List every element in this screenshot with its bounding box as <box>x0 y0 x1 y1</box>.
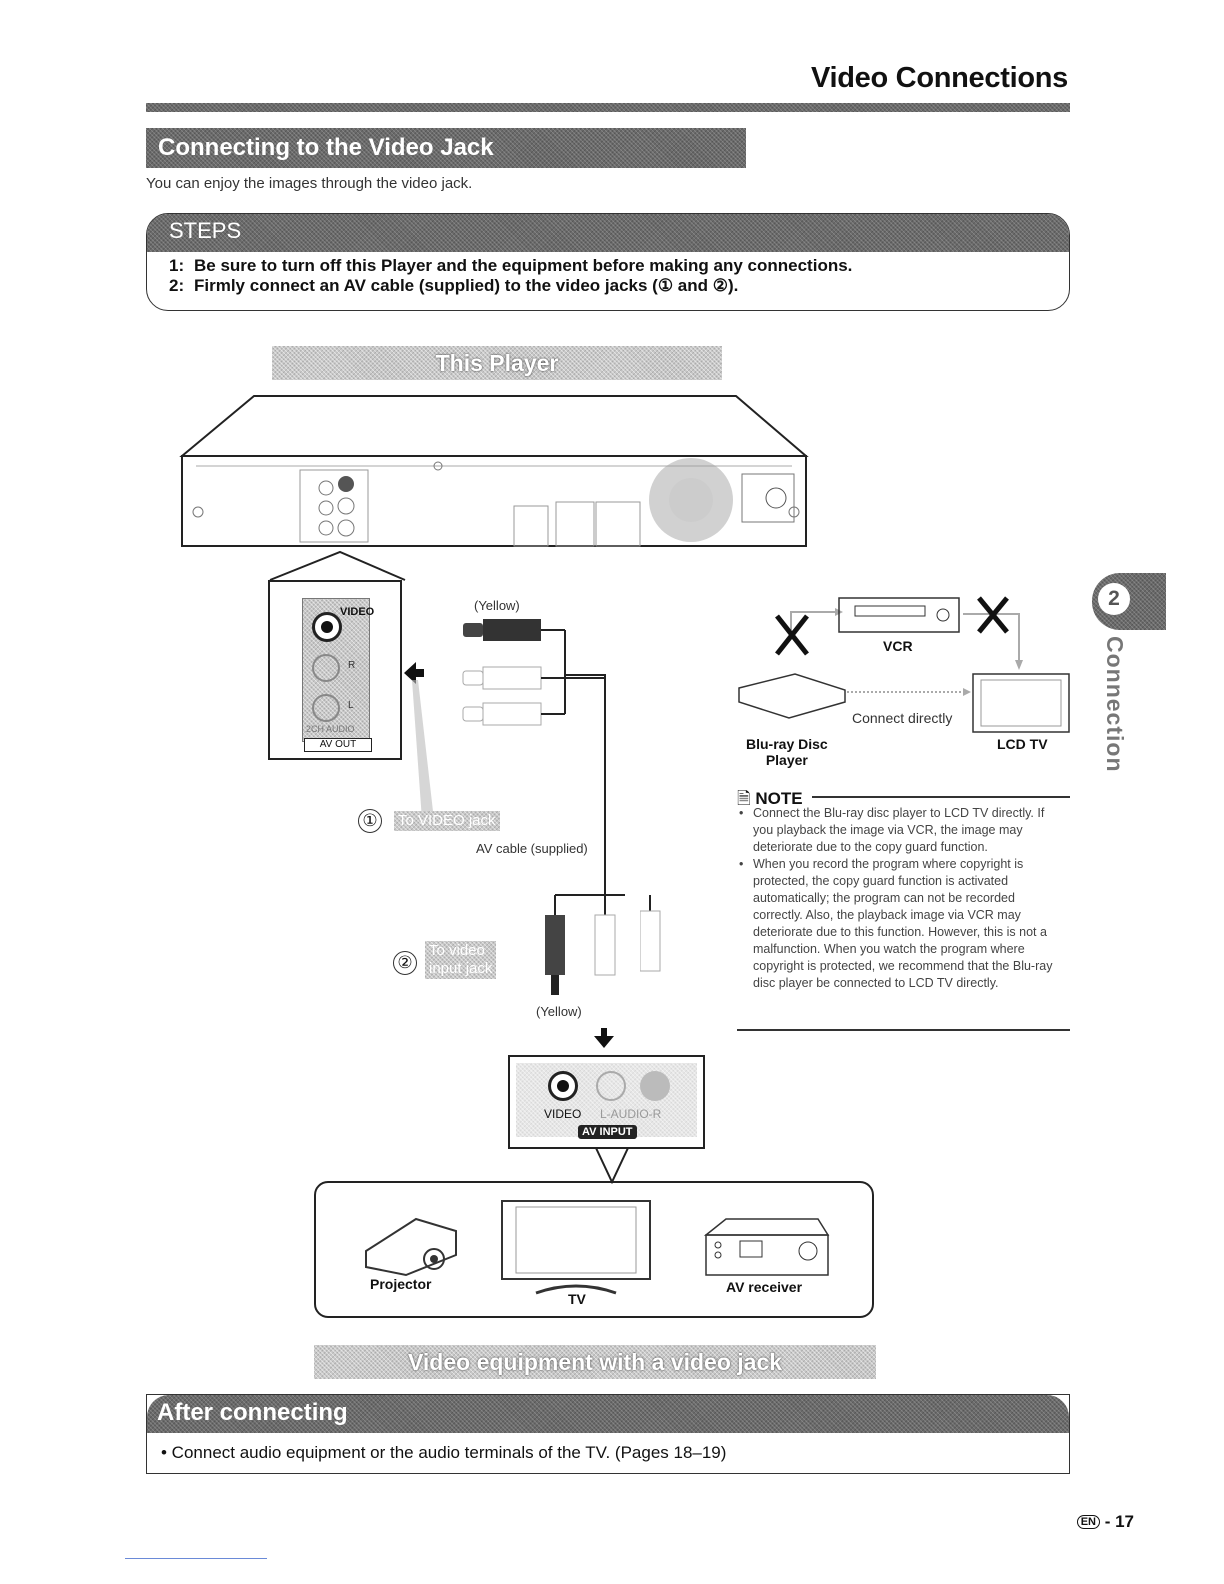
av-receiver-label: AV receiver <box>726 1279 803 1295</box>
side-tab-number: 2 <box>1098 583 1130 615</box>
note-item: When you record the program where copyri… <box>737 856 1067 992</box>
step2-number: ② <box>393 951 417 975</box>
equipment-box: Projector TV AV receiver <box>314 1181 874 1318</box>
after-connecting-box: After connecting • Connect audio equipme… <box>146 1394 1070 1474</box>
panel-av-out-label: AV OUT <box>304 738 372 752</box>
page-title: Video Connections <box>810 62 1068 94</box>
steps-box: STEPS 1: Be sure to turn off this Player … <box>146 213 1070 311</box>
step1-tag: To VIDEO jack <box>394 811 500 831</box>
input-audio-l-jack-icon <box>596 1071 626 1101</box>
video-jack-icon <box>312 612 342 642</box>
lcd-tv-label: LCD TV <box>997 736 1048 752</box>
tv-label: TV <box>568 1291 586 1307</box>
after-bar <box>147 1395 1069 1433</box>
projector-label: Projector <box>370 1276 432 1292</box>
step-item: 2: Firmly connect an AV cable (supplied) … <box>169 276 738 296</box>
panel-r-label: R <box>348 660 356 671</box>
av-out-panel: VIDEO R L 2CH AUDIO AV OUT <box>268 580 402 760</box>
step-text: Firmly connect an AV cable (supplied) to… <box>194 276 739 295</box>
right-plug-icon <box>640 895 661 972</box>
steps-label: STEPS <box>169 218 242 243</box>
av-cable-illustration <box>462 619 625 995</box>
tv-icon <box>501 1200 651 1295</box>
note-bottom-rule <box>737 1029 1070 1031</box>
after-text: • Connect audio equipment or the audio t… <box>161 1443 727 1462</box>
step-item: 1: Be sure to turn off this Player and th… <box>169 256 852 276</box>
intro-text: You can enjoy the images through the vid… <box>146 175 473 192</box>
arrow-down-icon <box>594 1028 614 1048</box>
arrow-left-icon <box>404 662 424 684</box>
player-rear-illustration <box>179 395 809 547</box>
vcr-label: VCR <box>883 638 913 654</box>
step-text: Be sure to turn off this Player and the … <box>194 256 853 275</box>
input-video-jack-icon <box>548 1071 578 1101</box>
yellow-bottom-label: (Yellow) <box>536 1004 582 1019</box>
vcr-diagram <box>738 596 1070 733</box>
connect-directly-label: Connect directly <box>852 710 953 726</box>
player-banner: This Player <box>272 346 722 380</box>
yellow-top-label: (Yellow) <box>474 598 520 613</box>
panel-l-label: L <box>348 700 354 711</box>
footer-rule <box>125 1558 267 1559</box>
av-input-pointer <box>595 1148 629 1184</box>
page-number: EN - 17 <box>1076 1512 1134 1532</box>
input-video-label: VIDEO <box>544 1107 582 1121</box>
note-list: Connect the Blu-ray disc player to LCD T… <box>737 805 1067 992</box>
side-tab-label: Connection <box>1102 636 1128 773</box>
note-title: 🗎 NOTE <box>737 789 803 808</box>
note-item: Connect the Blu-ray disc player to LCD T… <box>737 805 1067 856</box>
panel-2ch-audio-label: 2CH AUDIO <box>306 724 355 734</box>
note-divider <box>812 796 1070 798</box>
step1-number: ① <box>358 809 382 833</box>
audio-l-jack-icon <box>312 694 340 722</box>
step-number: 1: <box>169 256 185 275</box>
input-audio-r-jack-icon <box>640 1071 670 1101</box>
panel-video-label: VIDEO <box>340 606 375 618</box>
audio-r-jack-icon <box>312 654 340 682</box>
input-audio-label: L-AUDIO-R <box>600 1107 662 1121</box>
pointer-beam <box>412 680 434 820</box>
cable-label: AV cable (supplied) <box>476 841 588 856</box>
title-rule <box>146 103 1070 112</box>
av-out-zoom-lines <box>269 550 406 581</box>
projector-icon <box>365 1217 457 1277</box>
av-receiver-icon <box>703 1218 830 1276</box>
input-av-input-label: AV INPUT <box>578 1125 637 1139</box>
step-number: 2: <box>169 276 185 295</box>
note-icon: 🗎 <box>737 789 751 808</box>
equipment-banner: Video equipment with a video jack <box>314 1345 876 1379</box>
section-header: Connecting to the Video Jack <box>146 128 746 168</box>
av-input-panel: VIDEO L-AUDIO-R AV INPUT <box>508 1055 705 1149</box>
steps-bar <box>147 214 1069 252</box>
after-title: After connecting <box>157 1399 348 1426</box>
lang-badge: EN <box>1076 1515 1100 1529</box>
